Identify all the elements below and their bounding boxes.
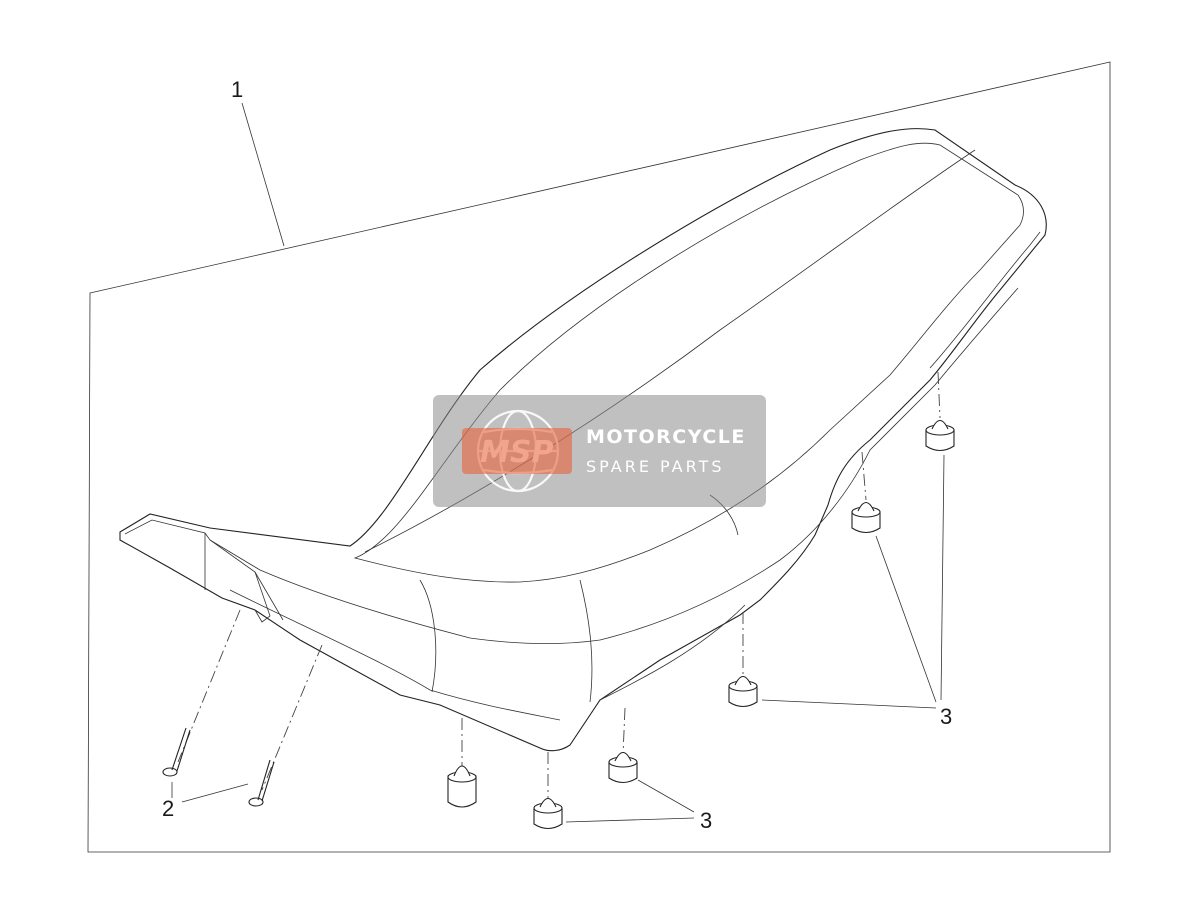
seat-front-tip	[124, 519, 271, 623]
watermark-line1: MOTORCYCLE	[586, 426, 746, 448]
watermark-box	[433, 395, 766, 507]
rubber-mount-3	[608, 751, 638, 784]
seat-side-panel	[209, 287, 1019, 644]
callout-1-label: 1	[231, 77, 243, 102]
seat-panel-divider-a	[419, 579, 437, 693]
callout-1-leader	[241, 102, 285, 247]
screw-1	[162, 727, 191, 777]
rubber-mount-6	[925, 419, 955, 452]
rubber-mount-1	[447, 765, 477, 808]
callout-3-right-leaders	[761, 454, 945, 709]
watermark-badge: MSP	[480, 435, 553, 470]
watermark-badge-bg	[462, 428, 572, 474]
watermark-line2: SPARE PARTS	[586, 457, 725, 476]
callout-3-bottom-label: 3	[700, 808, 712, 833]
callout-3-right-label: 3	[940, 704, 952, 729]
watermark: MSP MOTORCYCLE SPARE PARTS	[433, 395, 766, 507]
callout-2-leaders	[171, 782, 249, 803]
rubber-mount-4	[728, 675, 758, 708]
rubber-mount-2	[533, 797, 563, 830]
seat-rear-edge	[929, 231, 1041, 369]
assembly-frame	[87, 61, 1111, 853]
callout-2-label: 2	[162, 796, 174, 821]
seat-side-contour	[229, 589, 746, 721]
callout-3-bottom-leaders	[565, 779, 695, 823]
rubber-mount-5	[851, 501, 881, 534]
seat-front-tip-inner	[204, 533, 284, 621]
screw-2	[248, 759, 275, 807]
seat-panel-divider-b	[579, 579, 593, 703]
seat-top-rim	[353, 142, 1024, 583]
seat-outline	[119, 128, 1047, 752]
